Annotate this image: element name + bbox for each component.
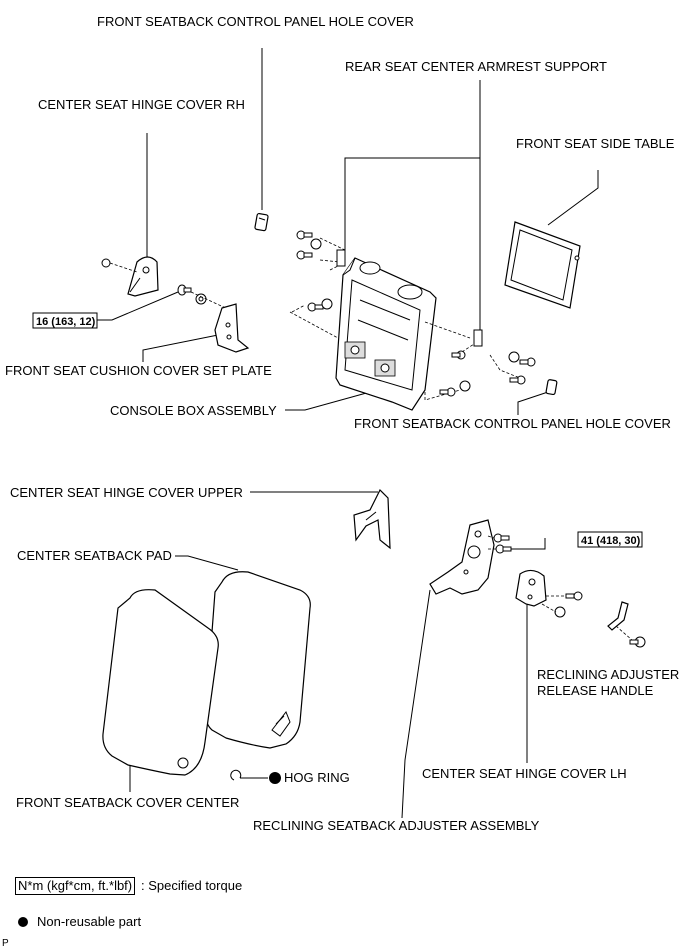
label-release-handle-1: RECLINING ADJUSTER (537, 667, 679, 682)
legend-torque-desc: : Specified torque (141, 878, 243, 893)
dash-console-right (424, 321, 481, 353)
label-panel-hole-cover-top: FRONT SEATBACK CONTROL PANEL HOLE COVER (97, 14, 414, 29)
legend-nonreusable-text: Non-reusable part (37, 914, 142, 929)
label-hog-ring: HOG RING (284, 770, 350, 785)
label-seatback-pad: CENTER SEATBACK PAD (17, 548, 172, 563)
leader-seatback-pad (175, 555, 239, 571)
hinge-cover-lh-part (515, 569, 583, 618)
panel-hole-cover-top-part (254, 212, 269, 232)
reclining-adjuster-part (429, 519, 512, 595)
label-release-handle-2: RELEASE HANDLE (537, 683, 654, 698)
leader-armrest-support-left (344, 80, 481, 250)
hinge-cover-upper-part (353, 488, 391, 550)
dash-lower-right (424, 354, 521, 401)
label-hinge-cover-lh: CENTER SEAT HINGE COVER LH (422, 766, 627, 781)
torque-value-16: 16 (163, 12) (36, 316, 96, 328)
leader-torque-16 (97, 291, 179, 321)
label-rear-armrest-support: REAR SEAT CENTER ARMREST SUPPORT (345, 59, 607, 74)
screw-group-left (296, 230, 346, 312)
hinge-cover-rh-part (101, 256, 159, 297)
leader-torque-41 (510, 538, 546, 550)
label-hinge-cover-upper: CENTER SEAT HINGE COVER UPPER (10, 485, 243, 500)
corner-mark: P (2, 938, 9, 949)
leader-side-table (547, 170, 599, 226)
label-hinge-cover-rh: CENTER SEAT HINGE COVER RH (38, 97, 245, 112)
cushion-set-plate-part (214, 303, 250, 353)
release-handle-part (607, 601, 646, 648)
leader-reclining-adjuster (401, 589, 431, 819)
bolt-group-16 (177, 284, 231, 311)
hog-ring-part (230, 769, 281, 784)
armrest-support-right-part (439, 329, 558, 397)
side-table-part (504, 221, 581, 309)
label-cushion-set-plate: FRONT SEAT CUSHION COVER SET PLATE (5, 363, 272, 378)
leader-cushion-set-plate (142, 334, 219, 362)
torque-value-41: 41 (418, 30) (581, 535, 641, 547)
label-reclining-adjuster: RECLINING SEATBACK ADJUSTER ASSEMBLY (253, 818, 540, 833)
console-box-assembly-part (335, 257, 437, 411)
legend-nonreusable-dot (18, 917, 28, 927)
dash-console-left (289, 304, 339, 339)
torque-box-41 (577, 531, 643, 548)
label-seatback-cover-center: FRONT SEATBACK COVER CENTER (16, 795, 239, 810)
label-panel-hole-cover-bottom: FRONT SEATBACK CONTROL PANEL HOLE COVER (354, 416, 671, 431)
seatback-pad-part (205, 571, 311, 749)
label-side-table: FRONT SEAT SIDE TABLE (516, 136, 675, 151)
seatback-cover-center-part (102, 589, 219, 776)
leader-panel-hole-cover-bottom (517, 391, 549, 415)
label-console-box: CONSOLE BOX ASSEMBLY (110, 403, 277, 418)
nonreusable-mark (269, 772, 281, 784)
legend-torque-box: N*m (kgf*cm, ft.*lbf) (15, 877, 136, 895)
leader-console-box (285, 391, 371, 411)
